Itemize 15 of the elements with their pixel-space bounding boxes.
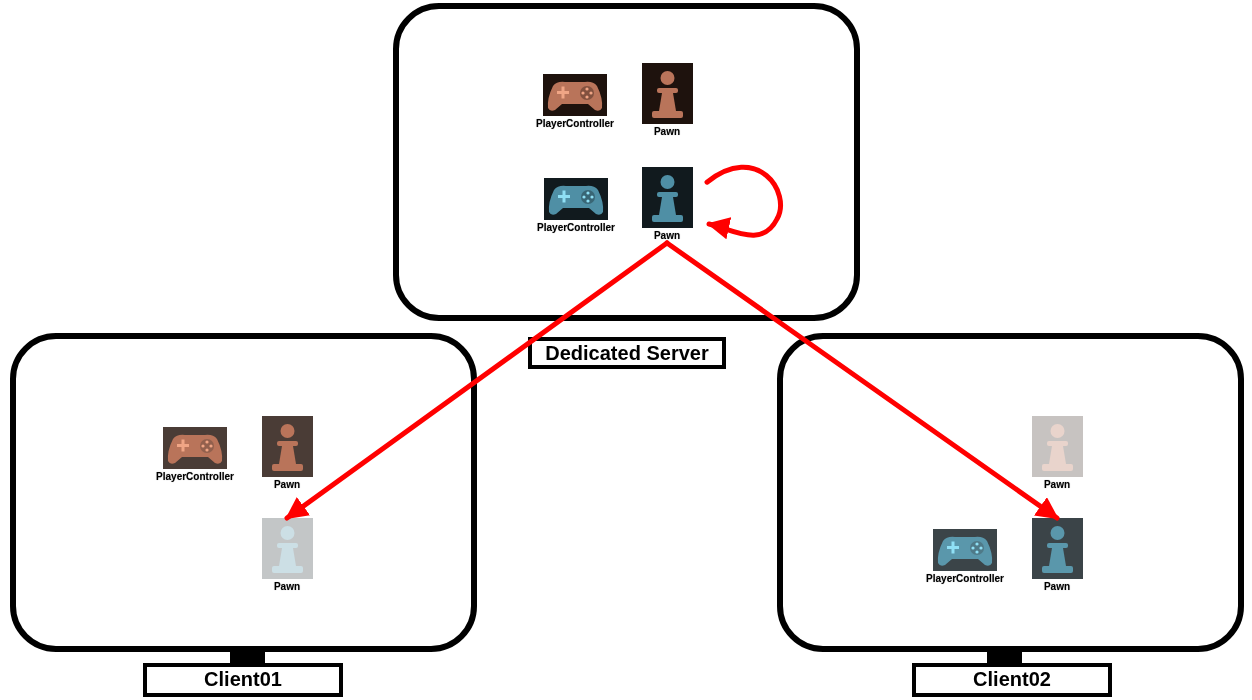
arrow [664, 240, 1060, 521]
loop-arrow [704, 164, 783, 240]
node-label: Pawn [272, 479, 302, 490]
node-label: PlayerController [536, 222, 616, 233]
node-label: Pawn [272, 581, 302, 592]
node-label: PlayerController [155, 471, 235, 482]
node-label: Pawn [1042, 479, 1072, 490]
name-tag: Dedicated Server [528, 337, 726, 369]
name-tag: Client01 [143, 663, 343, 697]
node-label: PlayerController [925, 573, 1005, 584]
node-label: Pawn [652, 230, 682, 241]
node-label: Pawn [1042, 581, 1072, 592]
name-tag: Client02 [912, 663, 1112, 697]
node-label: PlayerController [535, 118, 615, 129]
node-label: Pawn [652, 126, 682, 137]
